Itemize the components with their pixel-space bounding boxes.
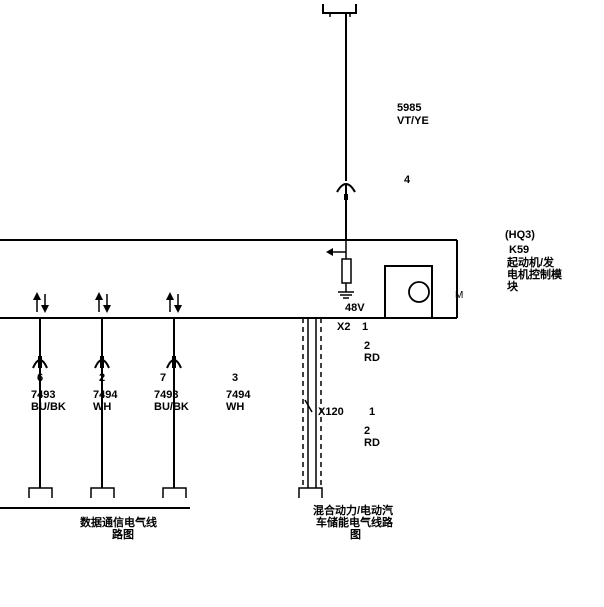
- motor-symbol: [384, 265, 433, 319]
- data-wire-2-color: WH: [93, 401, 111, 413]
- data-wire-1-circuit: 7493: [31, 389, 55, 401]
- top-connector[interactable]: [336, 183, 356, 240]
- module-ref: K59: [509, 244, 529, 256]
- data-wire-3[interactable]: [166, 318, 182, 488]
- module-name-line-1: 起动机/发: [506, 255, 555, 269]
- module-name-line-2: 电机控制模: [507, 267, 563, 281]
- x2-color: RD: [364, 352, 380, 364]
- module-edge-label: M: [455, 290, 463, 301]
- data-wire-3-color: BU/BK: [154, 401, 189, 413]
- hybrid-storage-reference-bracket[interactable]: [298, 487, 323, 498]
- x120-connector-name: X120: [318, 406, 344, 418]
- top-wire-circuit: 5985: [397, 102, 421, 114]
- bidirectional-arrow-icon: [166, 292, 182, 313]
- hv-wire-pair[interactable]: [302, 318, 322, 488]
- data-wire-4-circuit: 7494: [226, 389, 251, 401]
- x2-pin-a: 1: [362, 321, 368, 333]
- top-pin-number: 4: [404, 174, 411, 186]
- x120-pin-b: 2: [364, 425, 370, 437]
- internal-arrow-icon: [326, 248, 346, 256]
- data-wire-1-color: BU/BK: [31, 401, 66, 413]
- x120-pin-a: 1: [369, 406, 375, 418]
- hybrid-storage-reference-line-1: 混合动力/电动汽: [313, 503, 393, 517]
- data-wire-3-pin: 7: [160, 372, 166, 384]
- data-wire-1[interactable]: [32, 318, 48, 488]
- data-wire-2-pin: 2: [99, 372, 105, 384]
- data-comm-reference-bracket[interactable]: [0, 487, 190, 509]
- data-wire-4-pin: 3: [232, 372, 238, 384]
- ground-symbol: [338, 291, 354, 299]
- voltage-label: 48V: [345, 302, 365, 314]
- x2-connector-name: X2: [337, 321, 350, 333]
- data-comm-reference-line-1: 数据通信电气线: [80, 515, 157, 529]
- x120-color: RD: [364, 437, 380, 449]
- data-wire-2[interactable]: [94, 318, 110, 488]
- data-comm-reference-line-2: 路图: [112, 527, 134, 541]
- hybrid-storage-reference-line-2: 车储能电气线路: [316, 515, 394, 529]
- top-reference-bracket[interactable]: [322, 4, 357, 17]
- data-wire-1-pin: 6: [37, 372, 43, 384]
- top-wire-color: VT/YE: [397, 115, 429, 127]
- data-wire-4-color: WH: [226, 401, 244, 413]
- bidirectional-arrow-icon: [95, 292, 111, 313]
- x2-pin-b: 2: [364, 340, 370, 352]
- hybrid-storage-reference-line-3: 图: [350, 528, 361, 541]
- data-wire-3-circuit: 7493: [154, 389, 178, 401]
- data-wire-2-circuit: 7494: [93, 389, 118, 401]
- module-option: (HQ3): [505, 229, 535, 241]
- bidirectional-arrow-icon: [33, 292, 49, 313]
- resistor-symbol: [341, 258, 352, 284]
- module-box[interactable]: [0, 239, 458, 319]
- module-name-line-3: 块: [507, 279, 519, 293]
